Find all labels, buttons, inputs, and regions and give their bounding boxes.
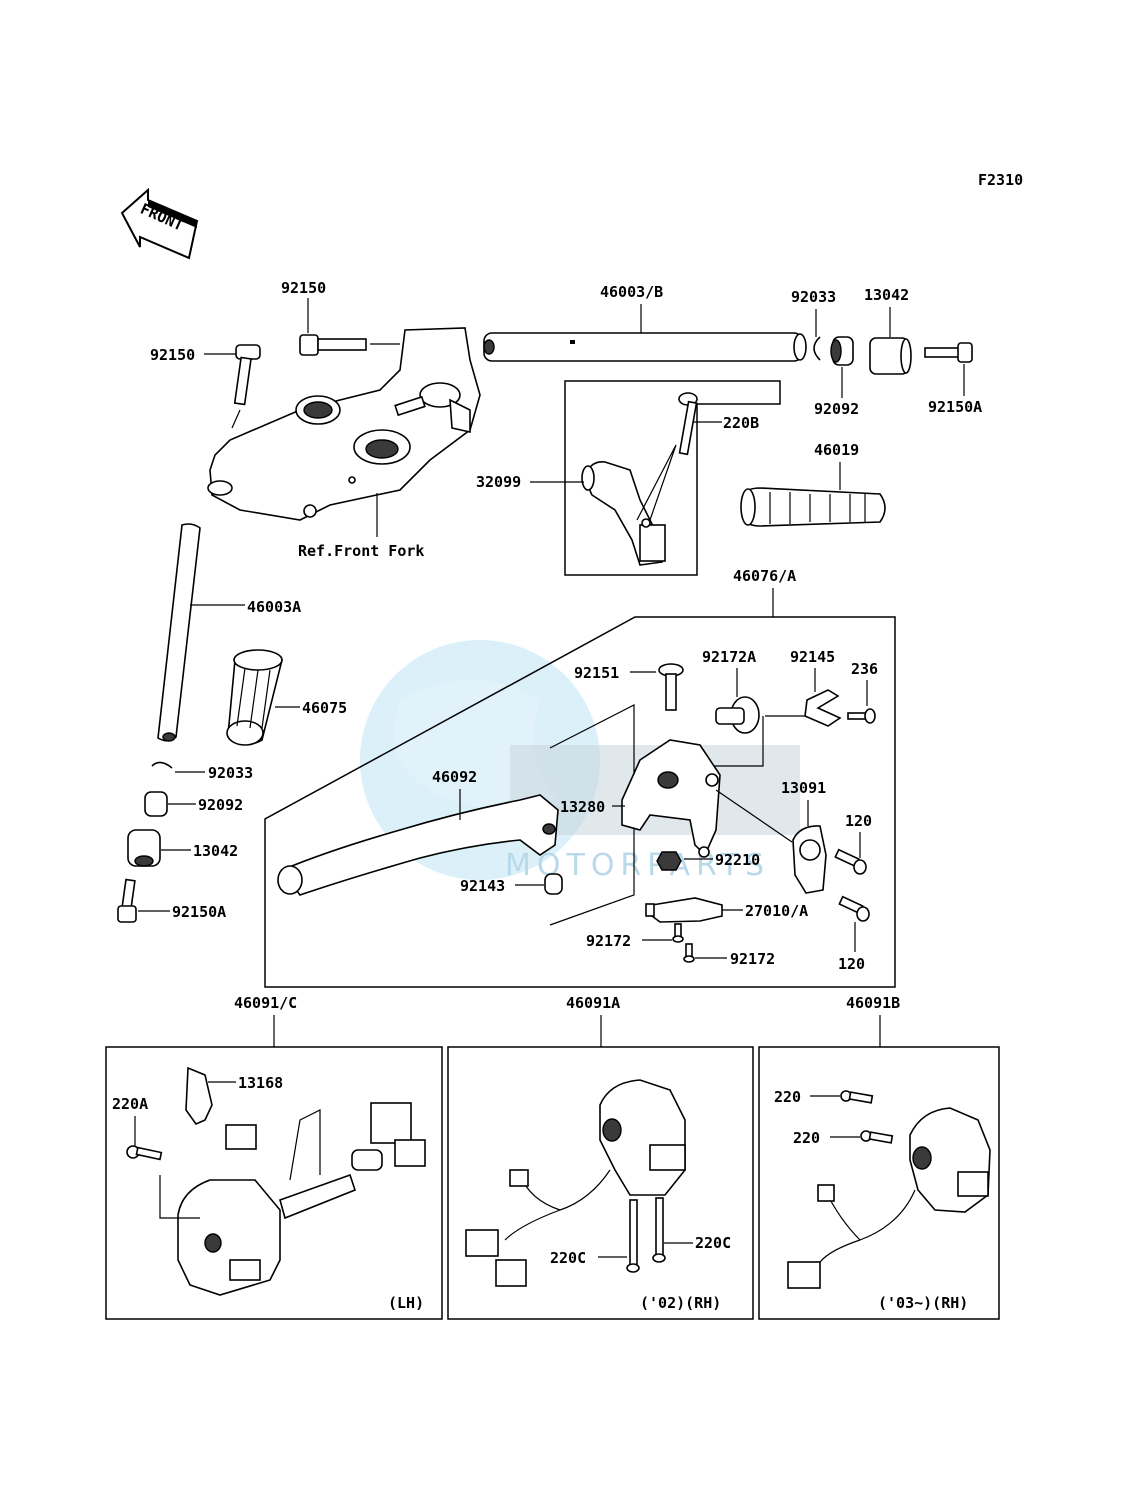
screw-236 — [847, 708, 876, 724]
nut-92210 — [656, 851, 682, 871]
box-note-lh: (LH) — [388, 1294, 424, 1312]
label-92172: 92172 — [586, 932, 631, 950]
bolt-92150-left — [231, 344, 261, 429]
label-46092: 46092 — [432, 768, 477, 786]
label-92172a: 92172A — [702, 648, 756, 666]
label-32099: 32099 — [476, 473, 521, 491]
label-13168: 13168 — [238, 1074, 283, 1092]
label-236: 236 — [851, 660, 878, 678]
label-13280: 13280 — [560, 798, 605, 816]
upper-triple-clamp — [207, 327, 481, 521]
pivot-bolt-92151 — [658, 663, 684, 711]
label-92092: 92092 — [814, 400, 859, 418]
label-92143: 92143 — [460, 877, 505, 895]
bolt-92150-top — [299, 334, 400, 356]
leader-line — [714, 716, 764, 767]
screw-220 — [840, 1090, 894, 1144]
handlebar-switch-rh03 — [819, 1107, 991, 1263]
connector-rh03 — [787, 1184, 835, 1289]
label-13042: 13042 — [193, 842, 238, 860]
label-120: 120 — [838, 955, 865, 973]
leader-line — [636, 444, 677, 521]
clamp-holder-13091 — [792, 825, 827, 894]
handlebar-switch-rh02 — [504, 1079, 686, 1241]
rh03-switch-box — [758, 1046, 1000, 1320]
screw-92172 — [672, 923, 684, 943]
handlebar-46003a — [157, 523, 201, 742]
leader-line — [715, 789, 793, 843]
front-arrow-icon: FRONT — [120, 187, 199, 260]
label-92210: 92210 — [715, 851, 760, 869]
screw-220a — [126, 1145, 163, 1161]
label-92172: 92172 — [730, 950, 775, 968]
connector-lh — [225, 1124, 257, 1150]
cover-13168 — [185, 1066, 213, 1125]
label-13091: 13091 — [781, 779, 826, 797]
label-46003a: 46003A — [247, 598, 301, 616]
label-92150: 92150 — [281, 279, 326, 297]
damper-92092 — [830, 336, 854, 366]
grip-46075 — [226, 649, 283, 746]
label-220c: 220C — [550, 1249, 586, 1267]
label-27010a: 27010/A — [745, 902, 808, 920]
screw-220c — [626, 1197, 666, 1273]
label-46076a: 46076/A — [733, 567, 796, 585]
bolt-120 — [838, 895, 870, 922]
label-13042: 13042 — [864, 286, 909, 304]
clutch-assembly-frame — [264, 616, 896, 988]
lever-bracket-13280 — [621, 739, 721, 858]
label-92145: 92145 — [790, 648, 835, 666]
bar-end-weight-13042 — [127, 829, 161, 867]
grip-46019 — [740, 487, 886, 527]
box-note-rh03: ('03~)(RH) — [878, 1294, 968, 1312]
label-92150a: 92150A — [928, 398, 982, 416]
damper-92092 — [144, 791, 168, 817]
label-92092: 92092 — [198, 796, 243, 814]
spring-92145 — [804, 689, 842, 727]
bolt-120 — [834, 848, 867, 875]
bolt-92150a — [117, 878, 137, 923]
leader-line — [159, 1175, 200, 1219]
screw-92172 — [683, 943, 695, 963]
label-220c: 220C — [695, 1234, 731, 1252]
throttle-housing-32099 — [581, 461, 666, 566]
lh-switch-box — [105, 1046, 443, 1320]
label-220a: 220A — [112, 1095, 148, 1113]
handlebar-46003b — [483, 332, 807, 362]
label-220: 220 — [793, 1129, 820, 1147]
label-46003b: 46003/B — [600, 283, 663, 301]
label-220b: 220B — [723, 414, 759, 432]
handlebar-switch-lh — [177, 1109, 356, 1296]
circlip-92033 — [813, 336, 821, 361]
label-92150: 92150 — [150, 346, 195, 364]
connector-rh02 — [465, 1169, 529, 1287]
bar-end-weight-13042 — [869, 337, 912, 375]
collar-92143 — [544, 873, 563, 895]
label-92033: 92033 — [208, 764, 253, 782]
label-120: 120 — [845, 812, 872, 830]
label-46091a: 46091A — [566, 994, 620, 1012]
adjuster-92172a — [715, 696, 760, 734]
label-92033: 92033 — [791, 288, 836, 306]
label-46091b: 46091B — [846, 994, 900, 1012]
label-46091c: 46091/C — [234, 994, 297, 1012]
box-note-rh02: ('02)(RH) — [640, 1294, 721, 1312]
clutch-lever-46092 — [277, 794, 559, 896]
label-46075: 46075 — [302, 699, 347, 717]
connector-box-lh — [351, 1102, 426, 1171]
reference-note: Ref.Front Fork — [298, 542, 424, 560]
screw-220b — [678, 392, 698, 456]
rh02-switch-box — [447, 1046, 754, 1320]
label-220: 220 — [774, 1088, 801, 1106]
label-92151: 92151 — [574, 664, 619, 682]
clutch-switch-27010a — [645, 897, 723, 923]
bolt-92150a — [924, 342, 973, 363]
figure-code: F2310 — [978, 171, 1023, 189]
label-46019: 46019 — [814, 441, 859, 459]
label-92150a: 92150A — [172, 903, 226, 921]
circlip-92033 — [151, 761, 173, 769]
